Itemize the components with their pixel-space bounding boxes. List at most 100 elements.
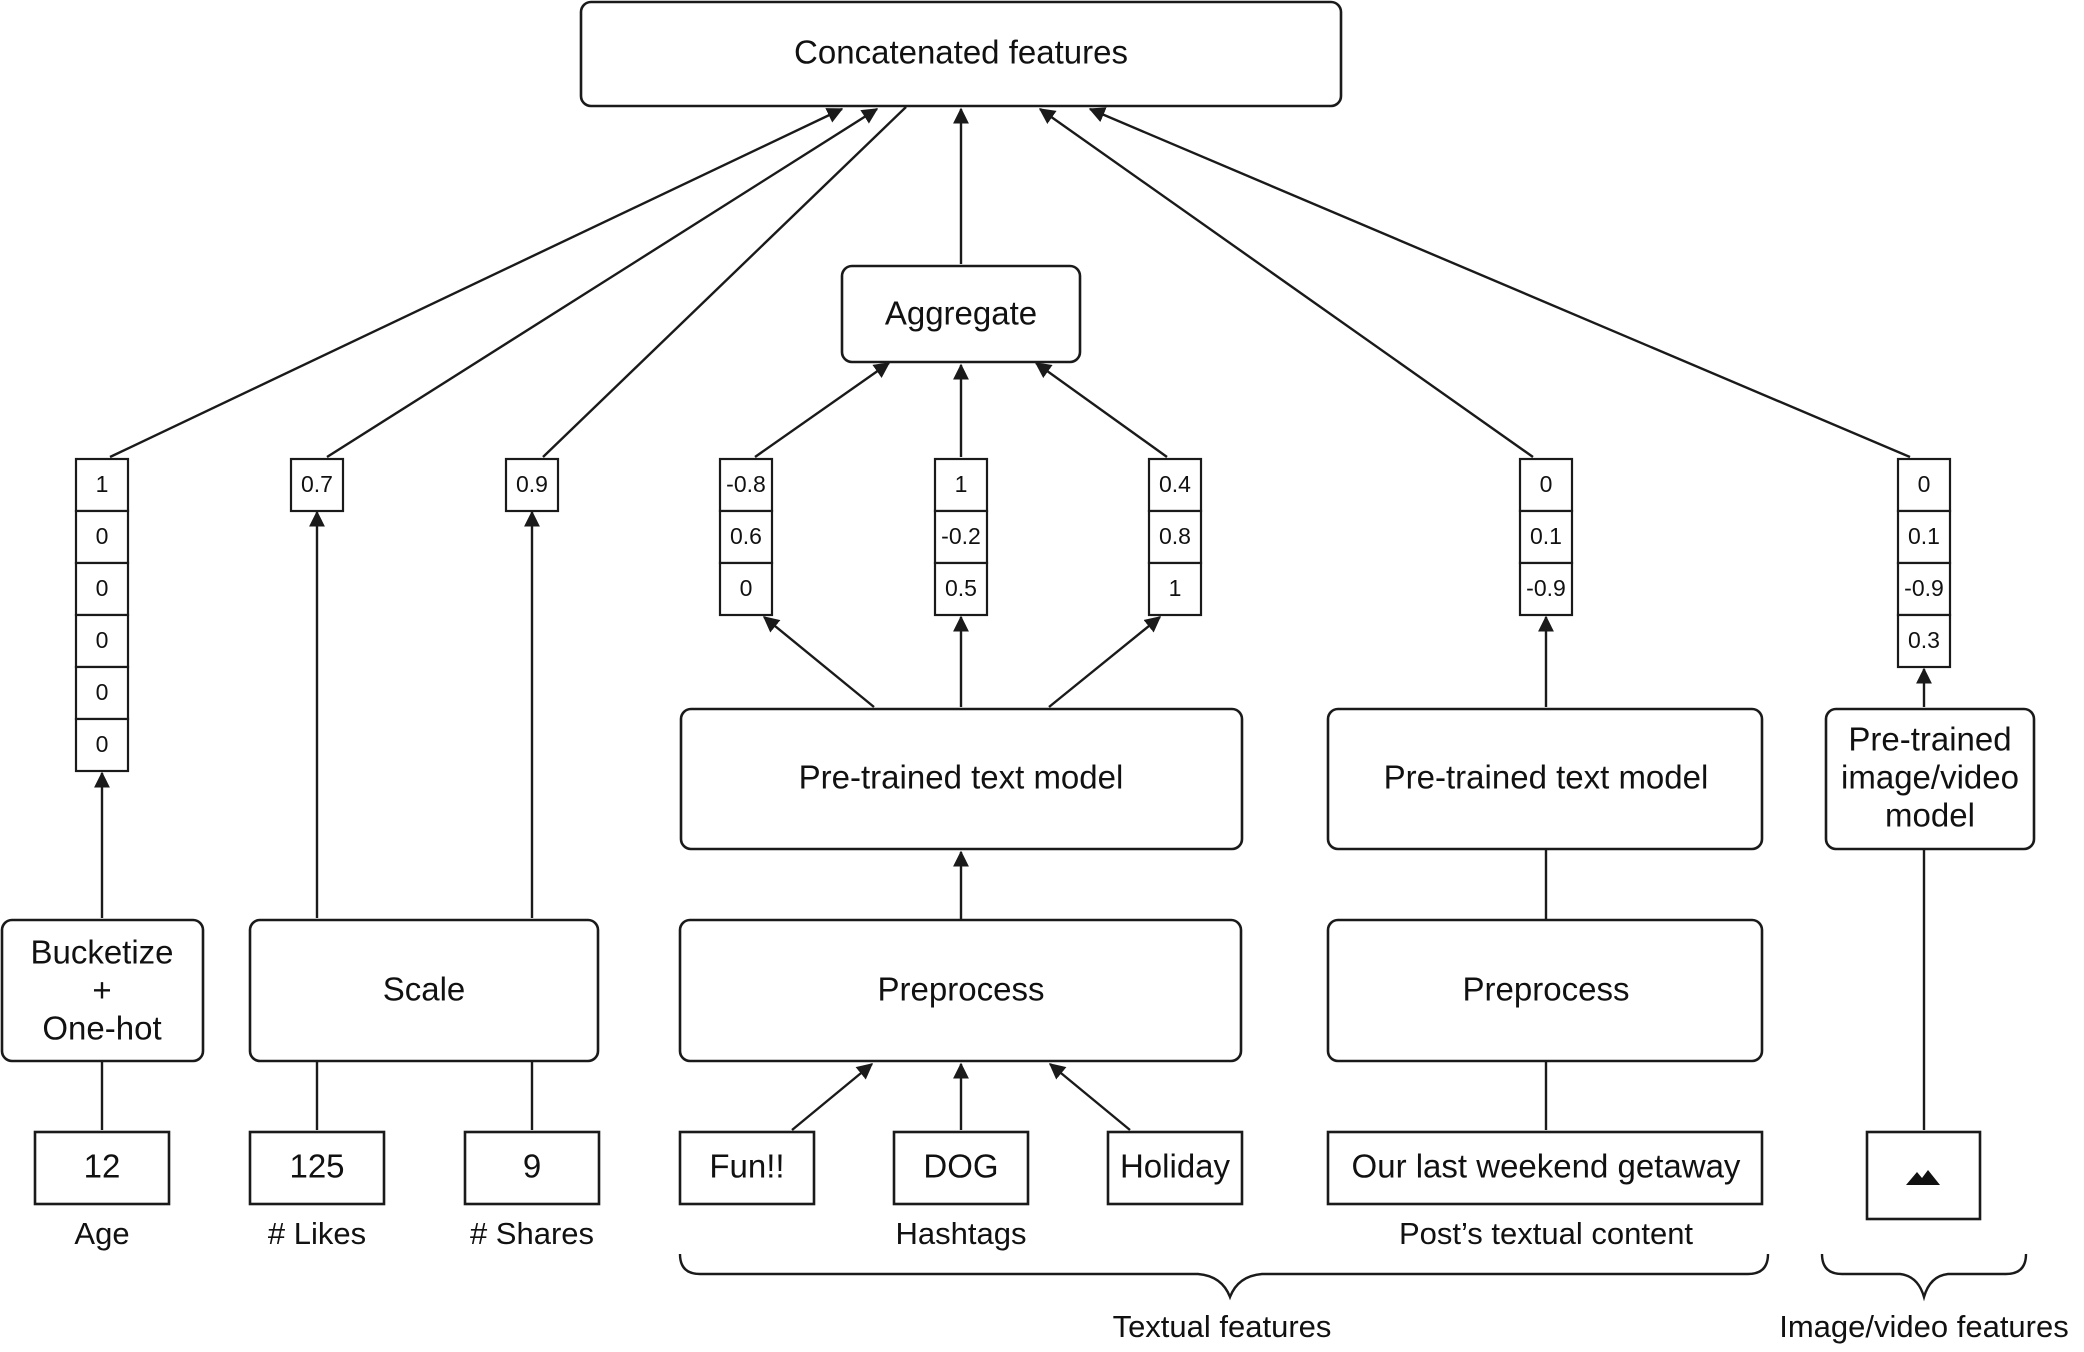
edge-emb3-to-aggregate xyxy=(1034,362,1168,458)
preprocess-hashtags-node: Preprocess xyxy=(678,918,1243,1063)
input-hashtag-2-value: DOG xyxy=(923,1148,998,1185)
hashtag-embedding-2: 1 -0.2 0.5 xyxy=(933,457,989,617)
label-likes: # Likes xyxy=(268,1216,366,1251)
vector-cell xyxy=(74,613,130,669)
edge-emb1-to-aggregate xyxy=(754,362,891,458)
vector-cell-value: 1 xyxy=(955,471,968,497)
image-embedding: 00.1-0.90.3 xyxy=(1896,457,1952,669)
label-textual-features: Textual features xyxy=(1113,1309,1332,1344)
image-model-label-line2: image/video xyxy=(1841,759,2019,796)
vector-cell-value: 0.5 xyxy=(945,575,977,601)
input-hashtag-1-value: Fun!! xyxy=(709,1148,784,1185)
input-hashtag-1: Fun!! xyxy=(678,1130,816,1206)
vector-cell xyxy=(74,717,130,773)
vector-cell-value: 0.3 xyxy=(1908,627,1940,653)
input-hashtag-2: DOG xyxy=(892,1130,1030,1206)
vector-cell xyxy=(1896,561,1952,617)
text-model-hashtags-label: Pre-trained text model xyxy=(799,759,1124,796)
edge-hashtag3-to-preprocess xyxy=(1048,1063,1131,1131)
concat-label: Concatenated features xyxy=(794,34,1128,71)
vector-cell xyxy=(1147,509,1203,565)
input-likes: 125 xyxy=(248,1130,386,1206)
vector-cell xyxy=(718,509,774,565)
image-model-label-line1: Pre-trained xyxy=(1848,721,2011,758)
aggregate-label: Aggregate xyxy=(885,295,1037,332)
edge-shares-to-concat xyxy=(542,106,907,458)
vector-cell-value: 0 xyxy=(96,523,109,549)
label-shares: # Shares xyxy=(470,1216,594,1251)
input-post-text: Our last weekend getaway xyxy=(1326,1130,1764,1206)
edges xyxy=(94,106,1932,1131)
vector-cell xyxy=(933,509,989,565)
vector-cell xyxy=(1896,457,1952,513)
vector-cell-value: 0.7 xyxy=(301,471,333,497)
vector-cell-value: 0.6 xyxy=(730,523,762,549)
vector-cell-value: -0.9 xyxy=(1904,575,1944,601)
hashtag-embedding-3: 0.4 0.8 1 xyxy=(1147,457,1203,617)
vector-cell xyxy=(1147,561,1203,617)
input-shares: 9 xyxy=(463,1130,601,1206)
vector-cell-value: 0.8 xyxy=(1159,523,1191,549)
feature-vectors: 1 0 0 0 0 0 0.7 0.9 -0.8 0.6 0 1 -0.2 0.5 0.4 0.8 1 0 0.1 -… xyxy=(74,457,1952,773)
vector-cell xyxy=(74,561,130,617)
input-hashtag-3: Holiday xyxy=(1106,1130,1244,1206)
vector-cell xyxy=(74,457,130,513)
preprocess-hashtags-label: Preprocess xyxy=(878,971,1045,1008)
vector-cell-value: 0 xyxy=(1918,471,1931,497)
label-image-features: Image/video features xyxy=(1779,1309,2069,1344)
image-icon xyxy=(1906,1170,1940,1185)
text-model-post-node: Pre-trained text model xyxy=(1326,707,1764,851)
vector-cell-value: 0 xyxy=(96,575,109,601)
input-post-text-value: Our last weekend getaway xyxy=(1352,1148,1741,1185)
vector-cell-value: 1 xyxy=(1169,575,1182,601)
bucketize-label-line3: One-hot xyxy=(42,1010,161,1047)
edge-likes-to-concat xyxy=(326,107,879,459)
vector-cell-value: 0.9 xyxy=(516,471,548,497)
edge-text-model-to-emb1 xyxy=(762,616,875,708)
label-hashtags: Hashtags xyxy=(896,1216,1027,1251)
vector-cell xyxy=(1518,561,1574,617)
shares-scaled-vector: 0.9 xyxy=(504,457,560,513)
preprocess-post-node: Preprocess xyxy=(1326,918,1764,1063)
input-image xyxy=(1865,1130,1982,1221)
input-age-value: 12 xyxy=(84,1148,121,1185)
vector-cell-value: 0.1 xyxy=(1530,523,1562,549)
brace-textual-features xyxy=(678,1253,1770,1301)
vector-cell-value: 0 xyxy=(96,731,109,757)
edge-image-emb-to-concat xyxy=(1088,107,1911,459)
vector-cell xyxy=(718,561,774,617)
vector-cell-value: 0 xyxy=(740,575,753,601)
vector-cell xyxy=(1896,509,1952,565)
input-shares-value: 9 xyxy=(523,1148,541,1185)
text-model-hashtags-node: Pre-trained text model xyxy=(679,707,1244,851)
hashtag-embedding-1: -0.8 0.6 0 xyxy=(718,457,774,617)
likes-scaled-vector: 0.7 xyxy=(289,457,345,513)
input-likes-value: 125 xyxy=(289,1148,344,1185)
scale-label: Scale xyxy=(383,971,466,1008)
vector-cell xyxy=(504,457,560,513)
vector-cell xyxy=(1147,457,1203,513)
vector-cell-value: 0 xyxy=(96,627,109,653)
aggregate-node: Aggregate xyxy=(840,264,1082,364)
text-model-post-label: Pre-trained text model xyxy=(1384,759,1709,796)
vector-cell xyxy=(1518,509,1574,565)
input-hashtag-3-value: Holiday xyxy=(1120,1148,1231,1185)
bucketize-label-line2: + xyxy=(92,972,111,1009)
input-age: 12 xyxy=(33,1130,171,1206)
scale-node: Scale xyxy=(248,918,600,1063)
concat-node: Concatenated features xyxy=(579,0,1343,108)
image-model-node: Pre-trained image/video model xyxy=(1824,707,2036,851)
bucketize-label-line1: Bucketize xyxy=(30,934,173,971)
edge-text-model-to-emb3 xyxy=(1048,616,1162,708)
post-embedding: 00.1-0.9 xyxy=(1518,457,1574,617)
vector-cell-value: 0 xyxy=(1540,471,1553,497)
vector-cell xyxy=(718,457,774,513)
vector-cell-value: -0.8 xyxy=(726,471,766,497)
preprocess-post-label: Preprocess xyxy=(1463,971,1630,1008)
vector-cell xyxy=(1896,613,1952,669)
vector-cell-value: 0.4 xyxy=(1159,471,1191,497)
vector-cell-value: -0.2 xyxy=(941,523,981,549)
vector-cell-value: 1 xyxy=(96,471,109,497)
edge-onehot-to-concat xyxy=(109,107,844,459)
